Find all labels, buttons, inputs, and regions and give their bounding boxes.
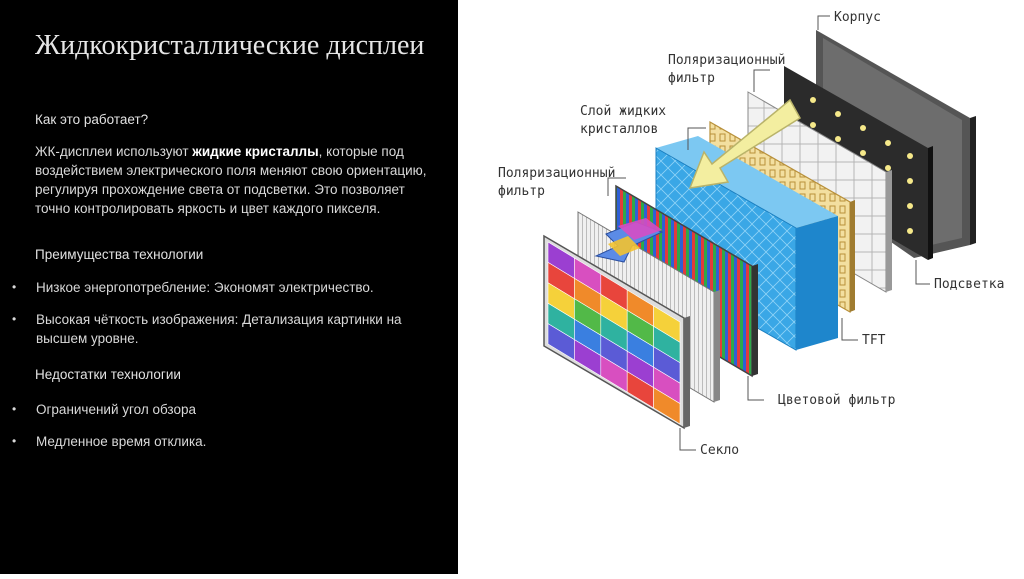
label-tft: TFT (862, 333, 886, 348)
bullet-icon: • (12, 402, 17, 416)
disadvantage-item: Медленное время отклика. (36, 434, 207, 449)
label-polarizer-top-line1: Поляризационный (668, 53, 785, 68)
label-liquid-crystal-line2: кристаллов (580, 122, 658, 137)
liquid-crystals-bold: жидкие кристаллы (192, 144, 319, 159)
advantages-heading: Преимущества технологии (35, 247, 204, 262)
light-arrow-icon (594, 98, 802, 263)
bullet-icon: • (12, 280, 17, 294)
glass-pixel (653, 387, 681, 425)
bullet-icon: • (12, 312, 17, 326)
label-liquid-crystal-line1: Слой жидких (580, 104, 666, 119)
glass-layer (543, 234, 690, 430)
leader-lines (607, 15, 930, 451)
left-text-panel: Как это работает? ЖК-дисплеи используют … (0, 0, 458, 574)
disadvantages-heading: Недостатки технологии (35, 367, 181, 382)
label-polarizer-mid-line1: Поляризационный (498, 166, 615, 181)
label-color-filter: Цветовой фильтр (778, 393, 896, 408)
label-backlight: Подсветка (934, 277, 1004, 292)
how-it-works-text: ЖК-дисплеи используют жидкие кристаллы, … (35, 144, 427, 216)
how-it-works-heading: Как это работает? (35, 112, 149, 127)
advantage-item: Высокая чёткость изображения: Детализаци… (36, 312, 402, 346)
advantage-item: Низкое энергопотребление: Экономят элект… (36, 280, 374, 295)
label-korpus: Корпус (834, 10, 881, 25)
disadvantage-item: Ограничений угол обзора (36, 402, 196, 417)
label-polarizer-mid-line2: фильтр (498, 184, 545, 199)
glass-pixel-grid (547, 241, 681, 425)
lcd-layers-diagram: Корпус Поляризационный фильтр Слой жидки… (458, 0, 1024, 574)
slide-title: Жидкокристаллические дисплеи (35, 30, 425, 61)
label-polarizer-top-line2: фильтр (668, 71, 715, 86)
label-glass: Секло (700, 443, 739, 458)
bullet-icon: • (12, 434, 17, 448)
lcd-diagram-svg: Корпус Поляризационный фильтр Слой жидки… (498, 10, 1004, 458)
